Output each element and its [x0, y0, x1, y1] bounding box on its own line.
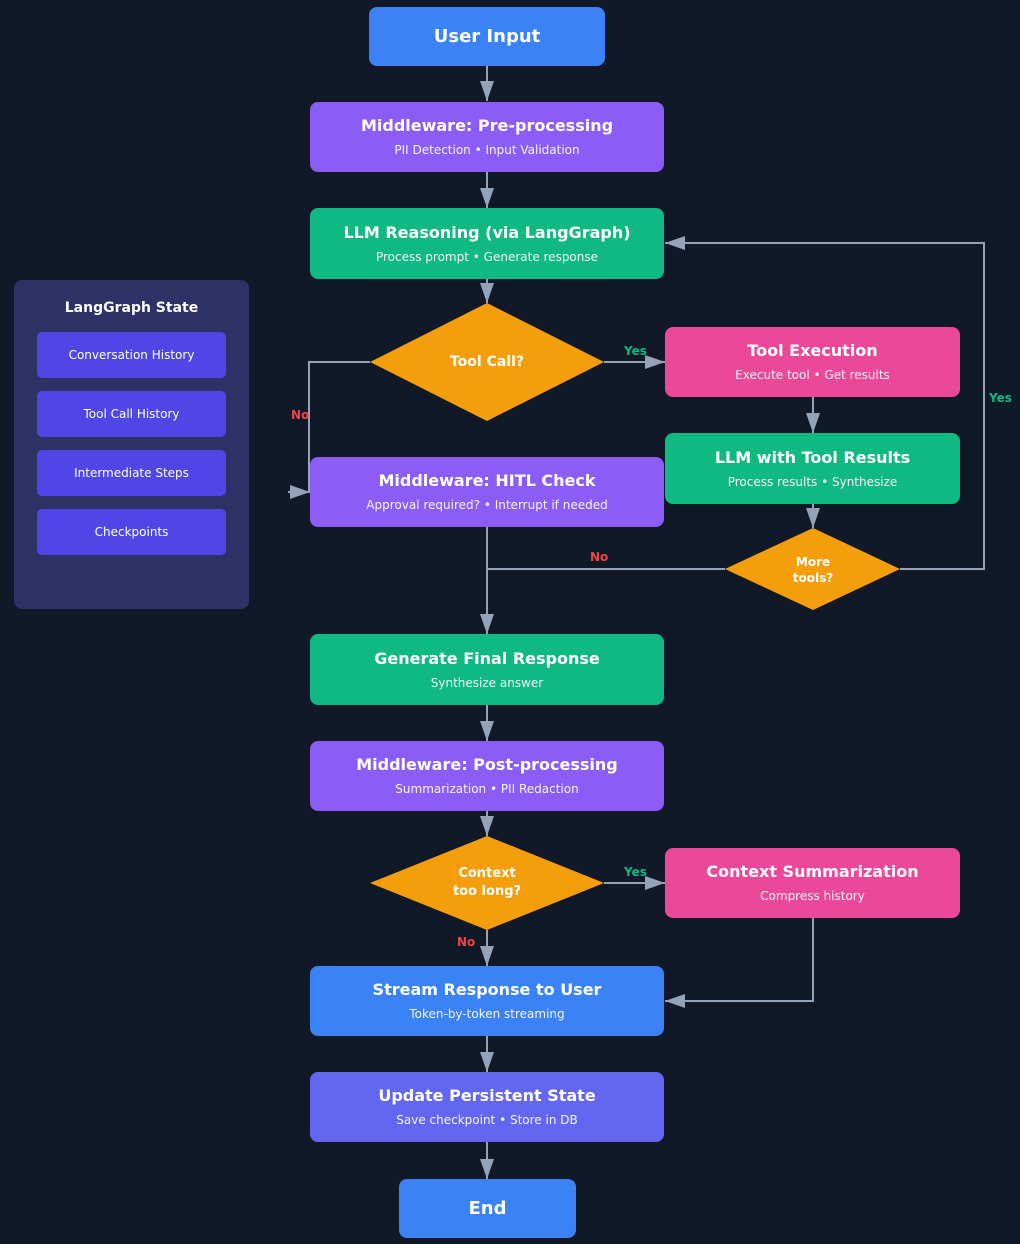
node-subtitle: Process results • Synthesize	[727, 474, 898, 489]
node-subtitle: Summarization • PII Redaction	[395, 782, 579, 796]
edge-toolcall-no	[308, 361, 370, 492]
tool-call-diamond	[370, 303, 604, 421]
diamond-text-line2: too long?	[452, 884, 522, 899]
edge-label-more-no: No	[590, 550, 609, 564]
final-response-node: Generate Final Response Synthesize answe…	[310, 634, 664, 705]
node-title: LLM Reasoning (via LangGraph)	[343, 222, 631, 242]
more-tools-diamond	[725, 528, 900, 610]
edge-label-more-yes: Yes	[989, 391, 1012, 405]
node-subtitle: Compress history	[760, 889, 865, 903]
tool-execution-node: Tool Execution Execute tool • Get result…	[665, 327, 960, 397]
context-long-diamond	[370, 836, 604, 930]
node-title: LLM with Tool Results	[714, 447, 911, 467]
tool-call-label: Tool Call?	[410, 342, 564, 382]
node-subtitle: Approval required? • Interrupt if needed	[366, 498, 608, 512]
node-title: Middleware: Post-processing	[356, 755, 618, 774]
stream-response-node: Stream Response to User Token-by-token s…	[310, 966, 664, 1036]
state-item-intermediate-steps: Intermediate Steps	[37, 450, 226, 496]
edge-label-tool-yes: Yes	[624, 344, 647, 358]
edge-moretools-yes	[665, 236, 985, 570]
diamond-text-line2: tools?	[792, 571, 834, 585]
edge-label-context-yes: Yes	[624, 865, 647, 879]
llm-reasoning-node: LLM Reasoning (via LangGraph) Process pr…	[310, 208, 664, 279]
node-subtitle: Process prompt • Generate response	[375, 249, 599, 264]
diamond-text-line1: More	[795, 555, 831, 569]
diamond-text-line1: Context	[458, 866, 516, 881]
node-subtitle: PII Detection • Input Validation	[394, 143, 580, 157]
state-item-checkpoints: Checkpoints	[37, 509, 226, 555]
pre-processing-node: Middleware: Pre-processing PII Detection…	[310, 102, 664, 172]
user-input-node: User Input	[369, 7, 605, 66]
node-subtitle: Token-by-token streaming	[409, 1007, 565, 1021]
node-title: User Input	[433, 25, 541, 47]
node-subtitle: Synthesize answer	[430, 675, 544, 690]
state-item-tool-call-history: Tool Call History	[37, 391, 226, 437]
node-title: Stream Response to User	[372, 980, 602, 999]
node-subtitle: Save checkpoint • Store in DB	[396, 1113, 578, 1127]
node-title: Generate Final Response	[374, 648, 600, 668]
state-panel-title: LangGraph State	[64, 300, 199, 316]
node-title: Middleware: HITL Check	[378, 471, 596, 490]
edge-label-tool-no: No	[291, 408, 310, 422]
context-long-label: Context too long?	[422, 862, 552, 904]
node-title: Update Persistent State	[378, 1086, 596, 1105]
node-title: Context Summarization	[706, 862, 919, 881]
more-tools-label: More tools?	[763, 550, 863, 590]
node-subtitle: Execute tool • Get results	[735, 368, 890, 382]
context-summarization-node: Context Summarization Compress history	[665, 848, 960, 918]
langgraph-state-panel: LangGraph State Conversation History Too…	[14, 280, 249, 609]
node-title: Middleware: Pre-processing	[360, 116, 614, 135]
edge-summarization-to-stream	[665, 918, 814, 1008]
update-state-node: Update Persistent State Save checkpoint …	[310, 1072, 664, 1142]
node-title: Tool Execution	[747, 341, 878, 360]
hitl-check-node: Middleware: HITL Check Approval required…	[310, 457, 664, 527]
edge-label-context-no: No	[457, 935, 476, 949]
state-item-conversation-history: Conversation History	[37, 332, 226, 378]
diamond-text: Tool Call?	[449, 354, 525, 370]
end-node: End	[399, 1179, 576, 1238]
post-processing-node: Middleware: Post-processing Summarizatio…	[310, 741, 664, 811]
node-title: End	[468, 1197, 507, 1219]
llm-tool-results-node: LLM with Tool Results Process results • …	[665, 433, 960, 504]
